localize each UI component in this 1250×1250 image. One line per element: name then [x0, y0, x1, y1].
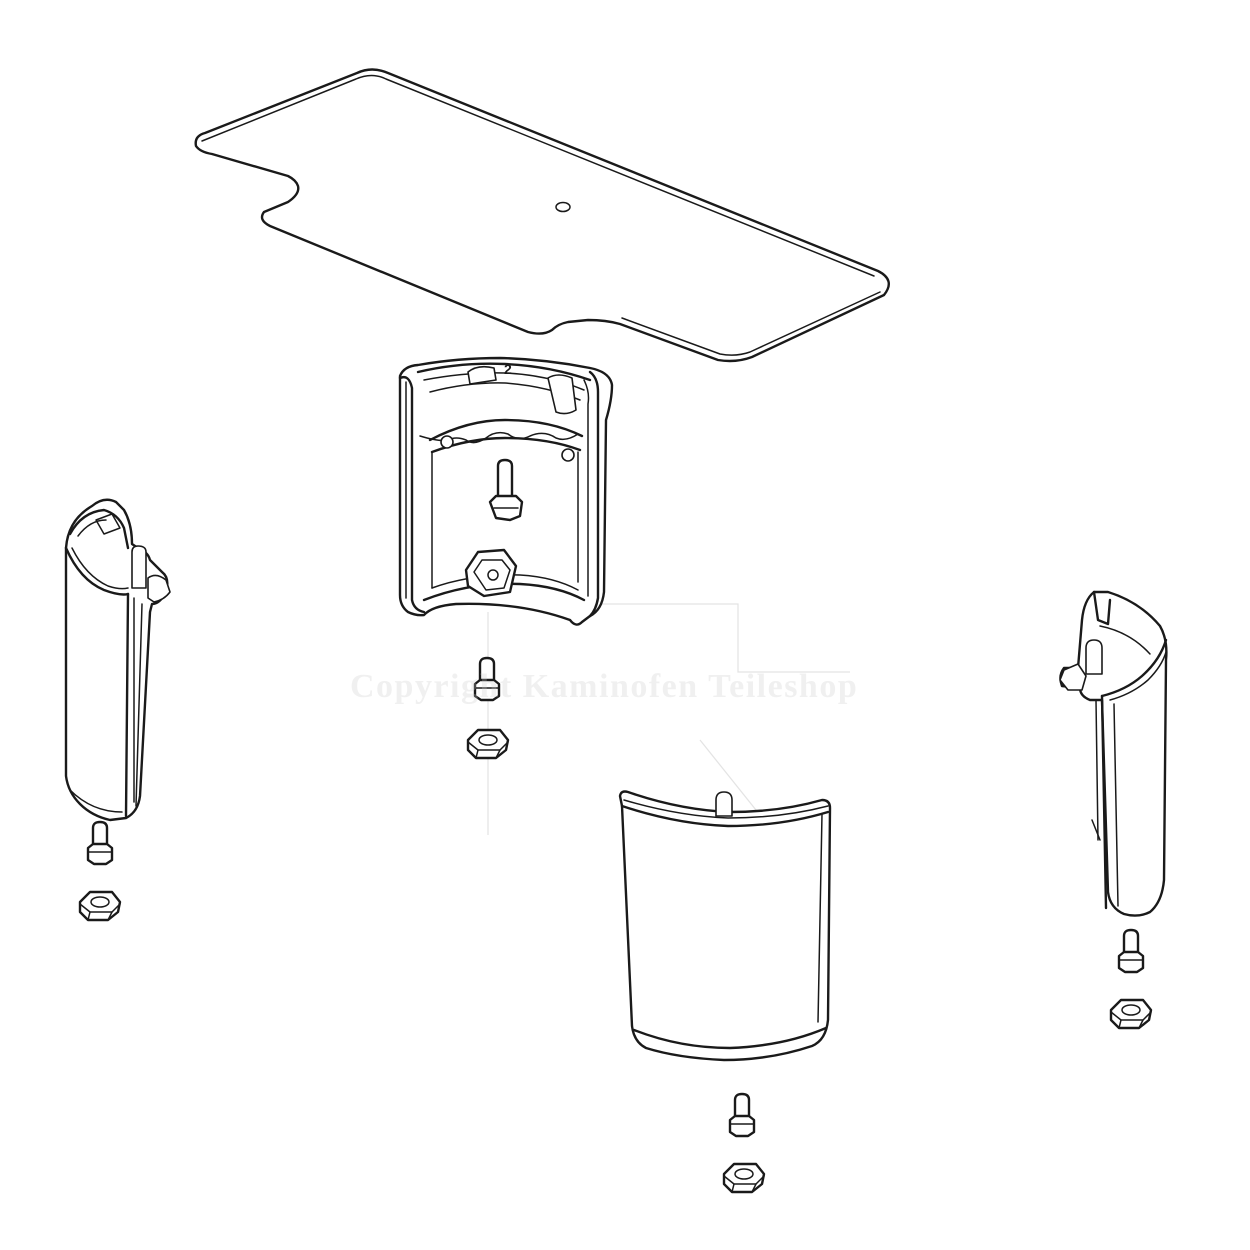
- left-foot-cover: [64, 498, 171, 822]
- right-foot-cover: [1059, 590, 1168, 917]
- hex-nut-under-bracket: [466, 728, 510, 760]
- bolt-under-bracket: [473, 656, 501, 702]
- bolt-front-cover: [728, 1092, 756, 1138]
- front-foot-cover: [618, 790, 832, 1062]
- bolt-left-cover: [86, 820, 114, 866]
- hex-nut-front-cover: [722, 1162, 766, 1194]
- hex-nut-right-cover: [1109, 998, 1153, 1030]
- part-number-mark: 2: [504, 361, 512, 377]
- bolt-right-cover: [1117, 928, 1145, 974]
- base-plate: [194, 68, 890, 363]
- copyright-watermark: Copyright Kaminofen Teileshop: [350, 668, 859, 705]
- hex-nut-left-cover: [78, 890, 122, 922]
- foot-bracket: 2: [398, 356, 614, 626]
- plate-center-hole-icon: [555, 201, 571, 213]
